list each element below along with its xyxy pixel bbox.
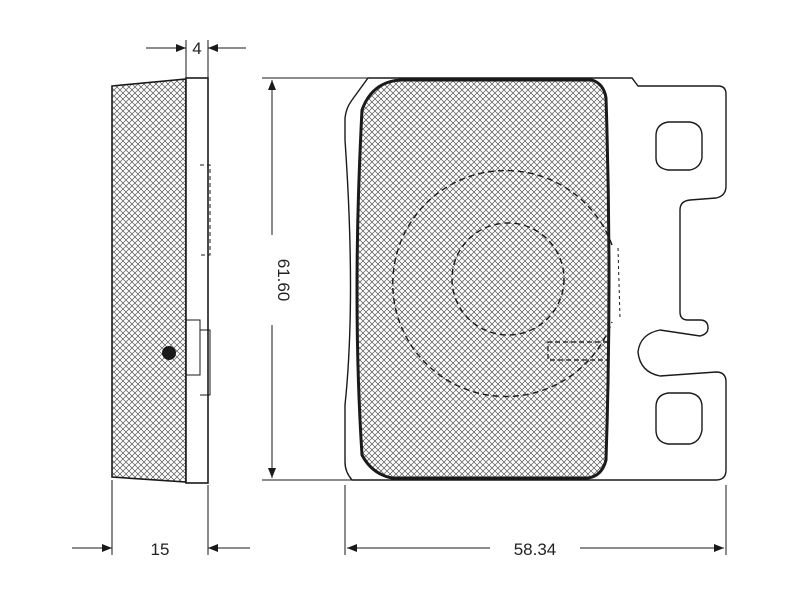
- piston-outline-dashed: [392, 169, 613, 398]
- side-clip-upper: [200, 164, 211, 256]
- dim-label-thickness: 15: [151, 540, 170, 559]
- wear-sensor-slot: [547, 341, 608, 361]
- dim-label-backplate: 4: [192, 39, 201, 58]
- front-friction-material: [355, 78, 611, 480]
- dimension-lines: [72, 40, 727, 555]
- upper-mounting-slot: [655, 121, 703, 171]
- side-view: [111, 77, 211, 484]
- lower-mounting-slot: [655, 392, 703, 445]
- inner-circle-dashed: [451, 222, 565, 336]
- dim-label-height: 61.60: [274, 259, 293, 302]
- side-clip-lower: [186, 319, 211, 396]
- wear-indicator-dot: [162, 346, 176, 360]
- dim-label-width: 58.34: [514, 540, 557, 559]
- side-friction-material: [111, 78, 187, 483]
- front-view: [344, 77, 727, 481]
- side-backing-plate: [185, 77, 209, 484]
